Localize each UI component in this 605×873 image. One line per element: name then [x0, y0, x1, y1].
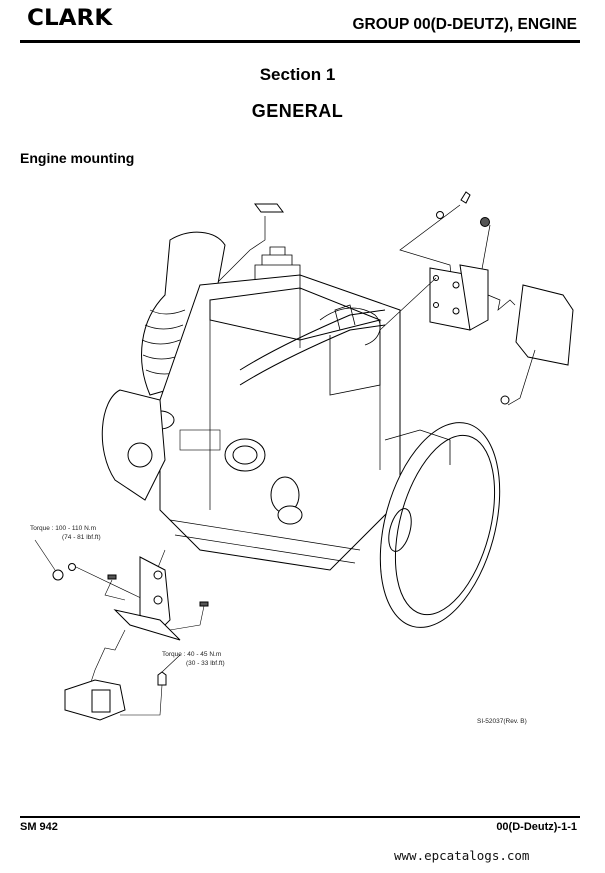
torque-rear-line2: (30 - 33 lbf.ft) — [186, 660, 225, 667]
torque-front-line2: (74 - 81 lbf.ft) — [62, 534, 101, 541]
torque-rear-line1: Torque : 40 - 45 N.m — [162, 651, 222, 658]
header-rule — [20, 40, 580, 43]
section-number: Section 1 — [259, 65, 336, 84]
drawing-reference: SI-52037(Rev. B) — [477, 718, 527, 725]
rear-mount-assembly — [379, 191, 574, 406]
subheading: Engine mounting — [20, 150, 135, 166]
clark-logo: CLARK — [27, 6, 113, 31]
section-title: GENERAL — [251, 101, 344, 121]
group-title: GROUP 00(D-DEUTZ), ENGINE — [352, 16, 578, 33]
watermark-link[interactable]: www.epcatalogs.com — [394, 848, 530, 863]
turbocharger — [101, 389, 303, 525]
engine-block — [159, 246, 401, 571]
footer-rule — [20, 816, 580, 818]
manual-code: SM 942 — [20, 821, 58, 833]
page-number: 00(D-Deutz)-1-1 — [496, 821, 577, 833]
front-mount-assembly — [34, 539, 209, 721]
flywheel-housing — [379, 422, 501, 628]
engine-mounting-figure: Torque : 100 - 110 N.m (74 - 81 lbf.ft) … — [0, 170, 605, 730]
torque-front-line1: Torque : 100 - 110 N.m — [30, 525, 96, 532]
engine-drawing — [34, 191, 574, 721]
label-plate — [204, 203, 284, 296]
